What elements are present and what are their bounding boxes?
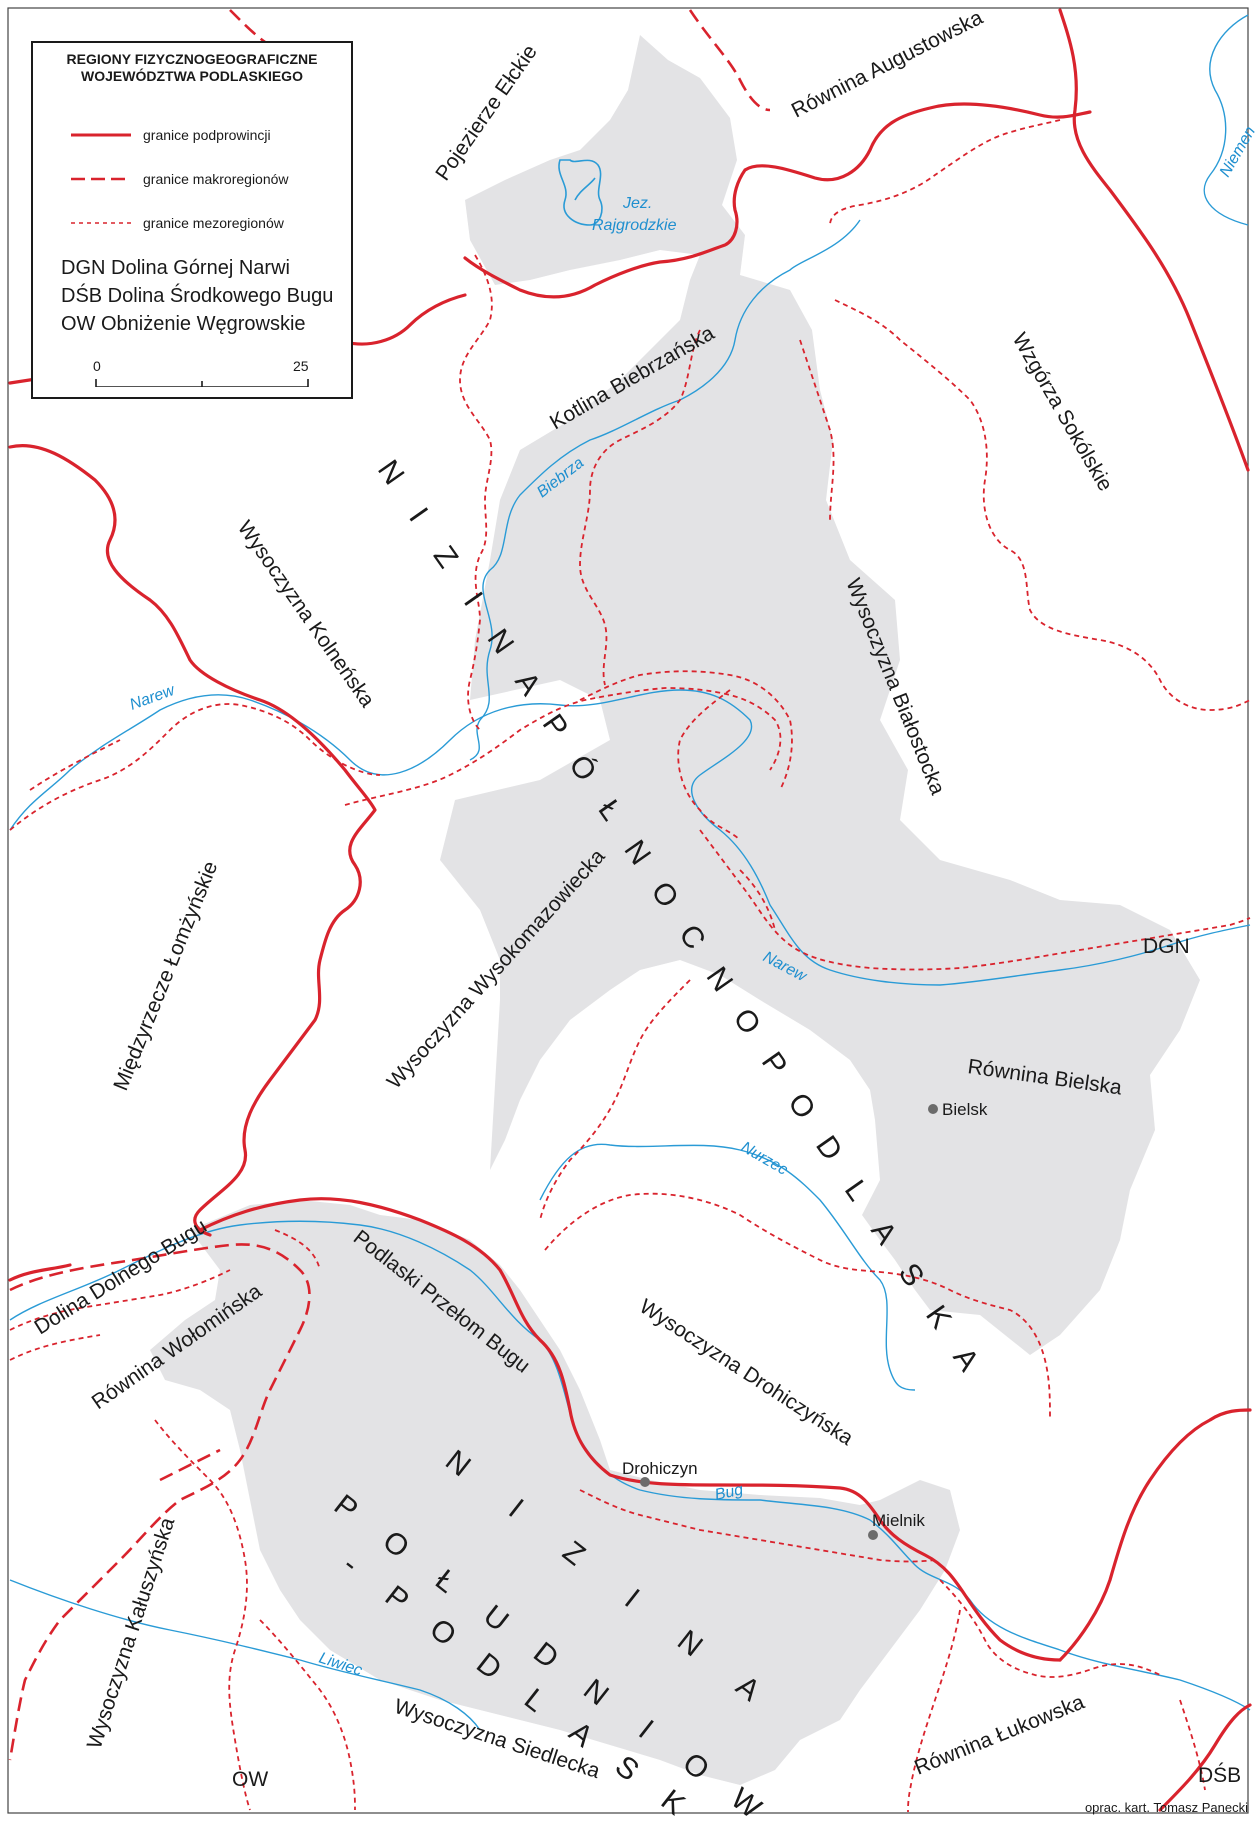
abbr-dgn: DGN Dolina Górnej Narwi: [61, 257, 290, 279]
north-region-letter: D: [809, 1130, 848, 1167]
south-region-letter: S: [609, 1749, 645, 1787]
drohiczyn-dot: [640, 1477, 650, 1487]
legend-label: granice makroregionów: [143, 171, 289, 187]
legend-box: REGIONY FIZYCZNOGEOGRAFICZNE WOJEWÓDZTWA…: [31, 41, 353, 399]
south-region-letter: W: [725, 1782, 768, 1821]
mesoregion-boundaries: [9, 119, 1251, 1813]
legend-title-line2: WOJEWÓDZTWA PODLASKIEGO: [81, 68, 303, 84]
scale-line: [95, 379, 309, 387]
nurzec-river: [539, 1143, 916, 1391]
voivodeship-area-south: [150, 1200, 960, 1785]
north-region-letter: O: [727, 1003, 767, 1041]
south-region-letter: K: [655, 1783, 691, 1821]
narew-west-label: Narew: [128, 681, 179, 713]
legend-swatch-solid: [71, 133, 131, 137]
nurzec-label: Nurzec: [738, 1139, 790, 1179]
mielnik-label: Mielnik: [872, 1511, 925, 1530]
bug-label: Bug: [713, 1481, 744, 1504]
label-wysoczyzna-kolnenska: Wysoczyzna Kolneńska: [233, 517, 379, 712]
north-region-letter: P: [536, 708, 575, 743]
legend-title-line1: REGIONY FIZYCZNOGEOGRAFICZNE: [66, 51, 318, 67]
mielnik-dot: [868, 1530, 878, 1540]
legend-label: granice podprowincji: [143, 127, 271, 143]
north-region-letter: A: [947, 1342, 986, 1377]
author-credit: oprac. kart. Tomasz Panecki: [1084, 1800, 1248, 1815]
rivers: [9, 14, 1251, 1731]
scale-start: 0: [93, 358, 101, 374]
bug-river: [9, 1220, 1251, 1711]
label-dolina-dolnego-bugu: Dolina Dolnego Bugu: [30, 1215, 211, 1340]
niemen-river: [1203, 14, 1249, 226]
legend-label: granice mezoregionów: [143, 215, 284, 231]
south-region-letter: A: [701, 1817, 737, 1821]
label-wysoczyzna-drohiczynska: Wysoczyzna Drohiczyńska: [635, 1295, 857, 1450]
map-border: [7, 7, 1249, 1814]
label-ow: OW: [232, 1768, 268, 1791]
subprovince-boundaries: [8, 8, 1252, 1812]
abbr-dsb: DŚB Dolina Środkowego Bugu: [61, 285, 334, 307]
north-region-letter: O: [781, 1087, 821, 1125]
label-dgn: DGN: [1143, 935, 1190, 958]
legend-item-macroregion: granice makroregionów: [71, 169, 289, 189]
legend-item-mesoregion: granice mezoregionów: [71, 213, 284, 233]
legend-swatch-dashed: [71, 177, 131, 181]
label-rownina-lukowska: Równina Łukowska: [911, 1690, 1088, 1779]
biebrza-river: [469, 219, 861, 761]
scale-end: 25: [293, 358, 309, 374]
label-wzgorza-sokolskie: Wzgórza Sokólskie: [1008, 329, 1117, 495]
north-region-letter: N: [371, 454, 410, 491]
legend-title: REGIONY FIZYCZNOGEOGRAFICZNE WOJEWÓDZTWA…: [33, 51, 351, 85]
rajgrodzkie-lake: [558, 159, 603, 226]
voivodeship-area-north: [440, 35, 1200, 1355]
north-region-letter: Z: [427, 540, 465, 574]
bielsk-label: Bielsk: [942, 1100, 988, 1119]
label-dsb: DŚB: [1198, 1763, 1241, 1787]
drohiczyn-label: Drohiczyn: [622, 1459, 698, 1478]
legend-item-subprovince: granice podprowincji: [71, 125, 271, 145]
lake-label-line2: Rajgrodzkie: [592, 217, 677, 234]
legend-swatch-dotted: [71, 222, 131, 224]
north-region-letter: I: [402, 502, 434, 528]
label-pojezierze-elckie: Pojezierze Ełckie: [431, 41, 542, 185]
towns: Bielsk Drohiczyn Mielnik: [622, 1100, 988, 1540]
liwiec-river: [9, 1579, 481, 1731]
lake-label-line1: Jez.: [622, 195, 652, 212]
abbr-ow: OW Obniżenie Węgrowskie: [61, 313, 306, 335]
narew-river: [9, 689, 1251, 986]
north-region-letter: P: [755, 1046, 794, 1081]
scale-bar: 0 25 km: [93, 358, 309, 387]
label-miedzyrzecze-lomzynskie: Międzyrzecze Łomżyńskie: [109, 858, 222, 1094]
bielsk-dot: [928, 1104, 938, 1114]
